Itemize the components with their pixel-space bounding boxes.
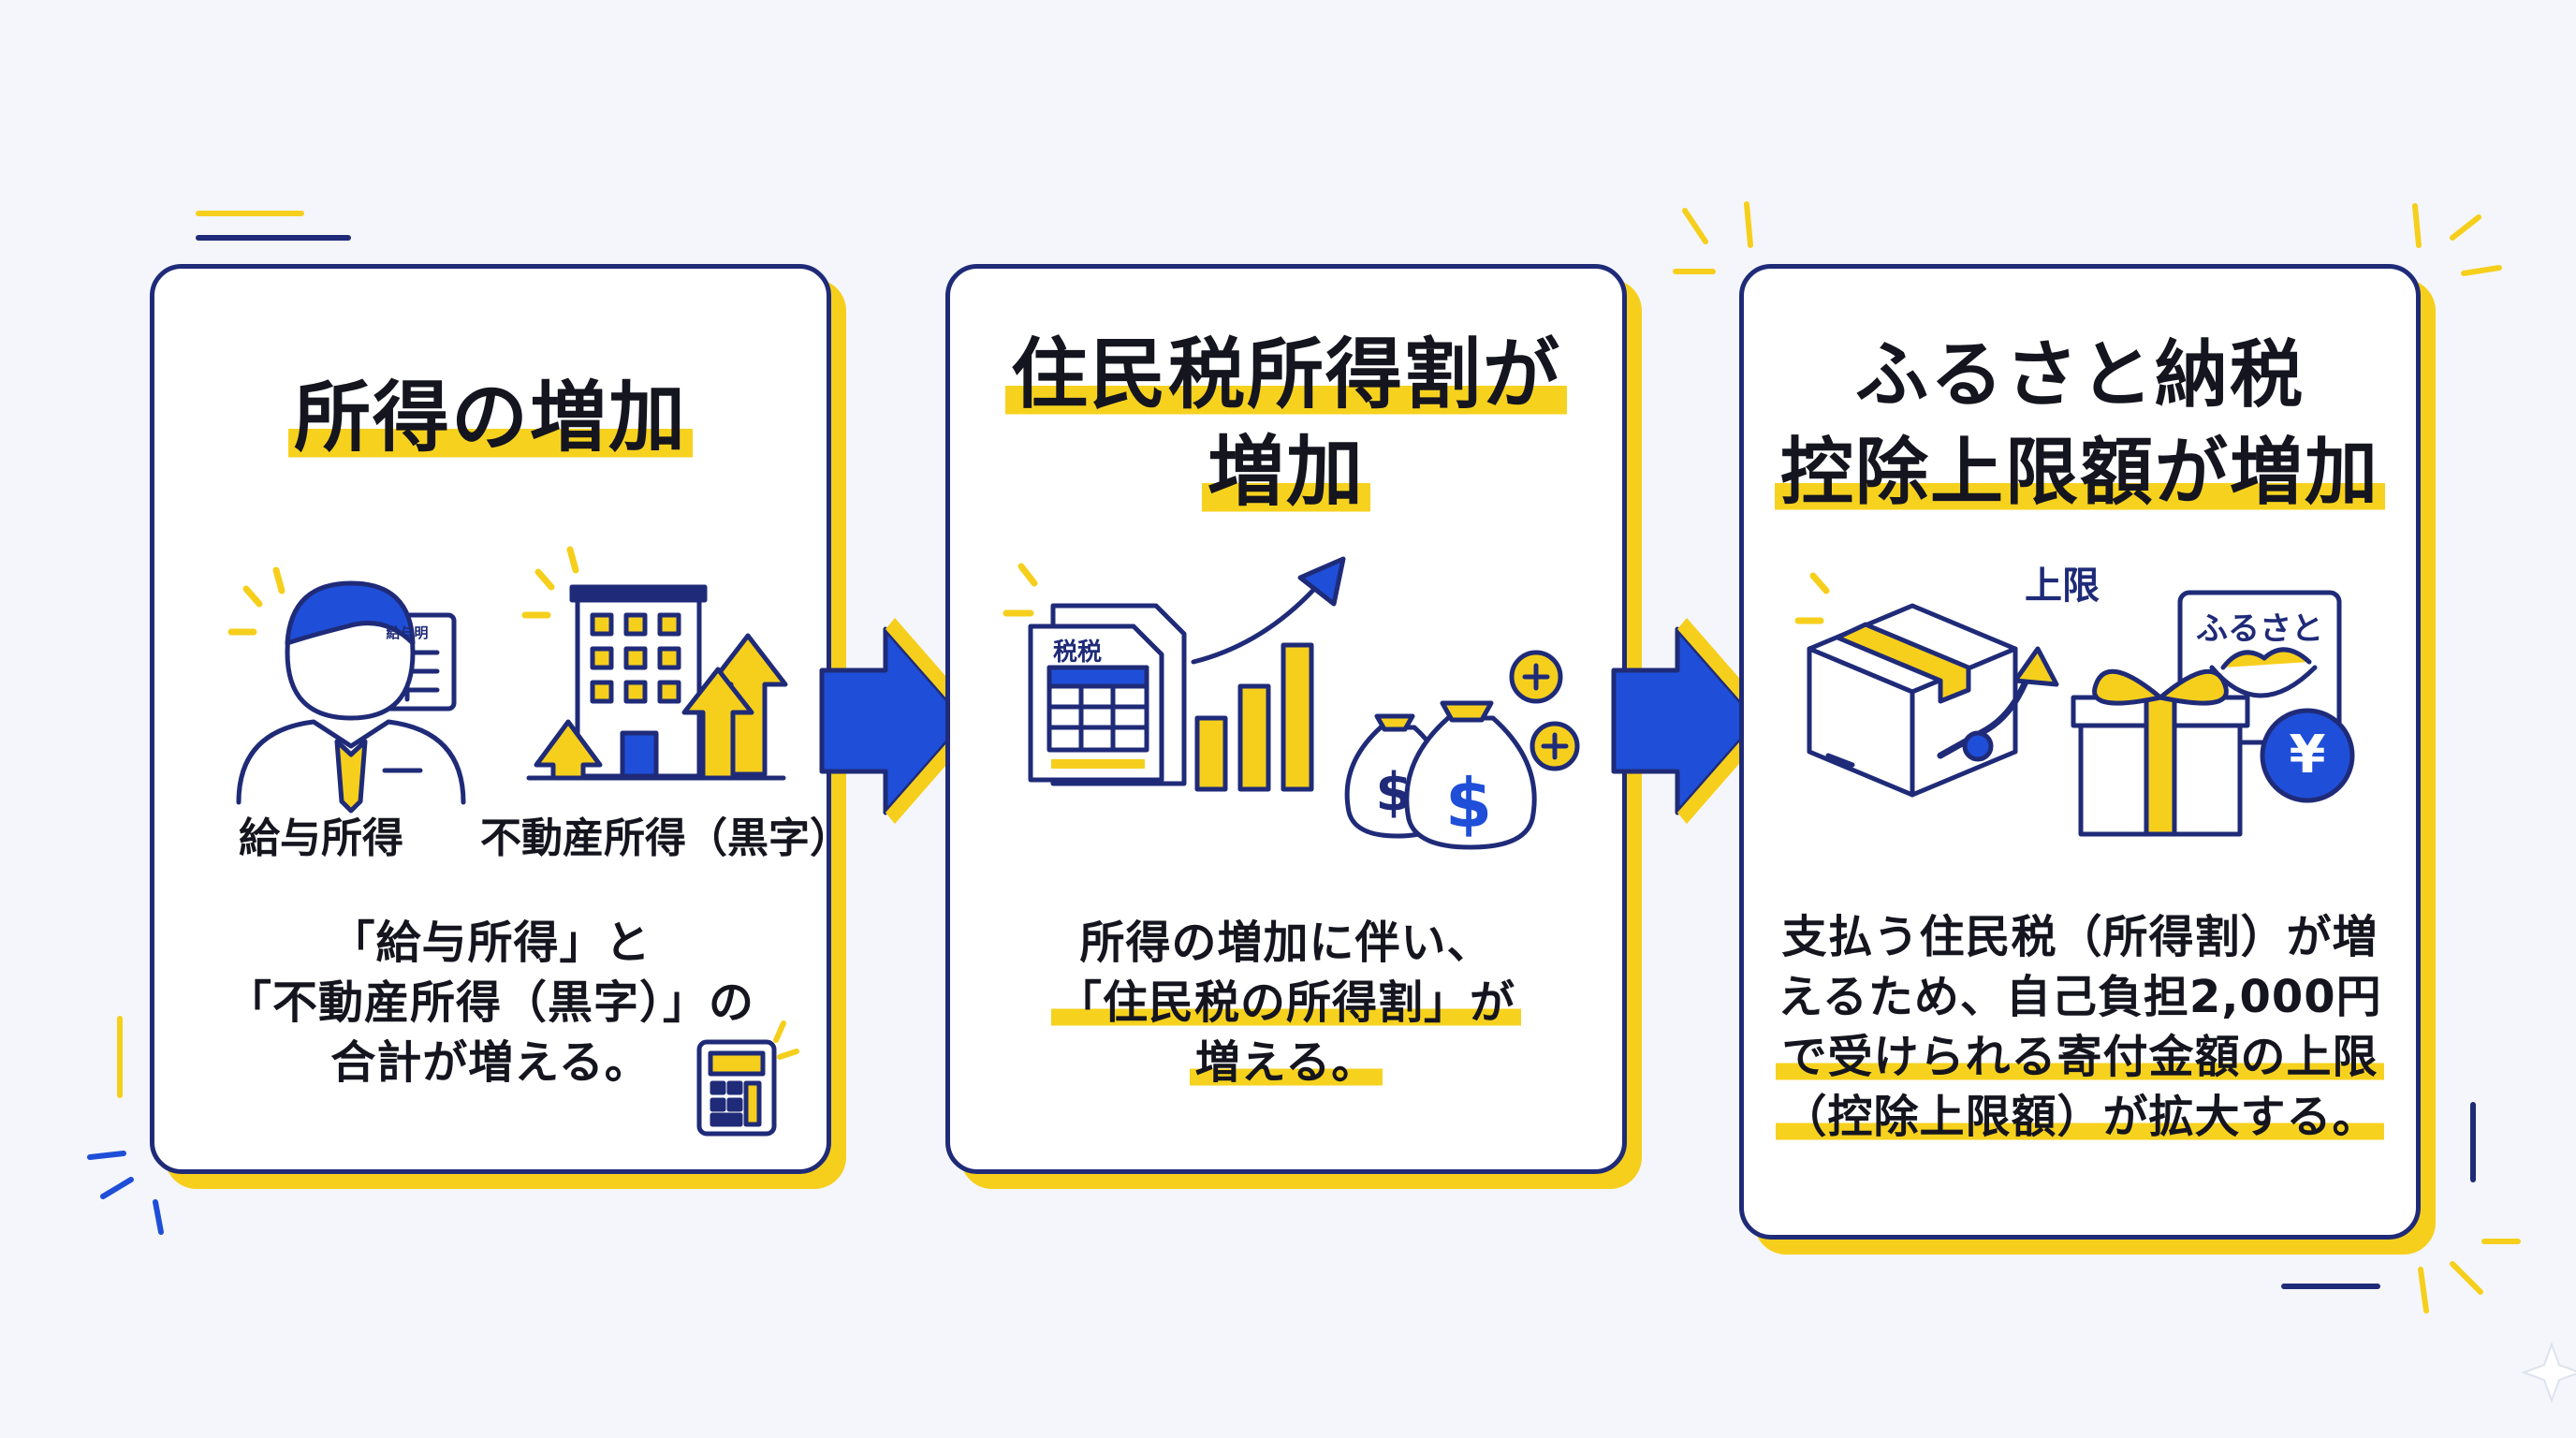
step-description: 支払う住民税（所得割）が増 えるため、自己負担2,000円 で受けられる寄付金額…	[1776, 911, 2384, 1143]
step-card-furusato-limit-increase: ふるさと納税 控除上限額が増加 上限	[1739, 264, 2421, 1240]
money-bag-icon: $ $	[1344, 650, 1580, 850]
furusato-text: ふるさと	[2196, 610, 2323, 648]
yen-coin-icon: ¥	[2290, 725, 2326, 785]
tax-document-icon: 税税	[1003, 563, 1187, 786]
limit-text: 上限	[2025, 565, 2100, 608]
step-title: ふるさと納税 控除上限額が増加	[1744, 327, 2416, 521]
step-card-income-increase: 所得の増加 給与明	[150, 264, 851, 1174]
icon-label-real-estate-income: 不動産所得（黒字）	[480, 814, 851, 862]
step-description: 「給与所得」と 「不動産所得（黒字）」の 合計が増える。	[226, 917, 754, 1089]
step-title: 所得の増加	[154, 370, 827, 467]
step-title: 住民税所得割が 増加	[950, 327, 1622, 521]
growth-chart-icon	[1191, 556, 1346, 792]
person-icon: 給与明	[227, 566, 466, 814]
flow-arrow-2	[1611, 618, 1777, 824]
icon-label-salary-income: 給与所得	[239, 814, 403, 862]
salary-slip-text: 給与明	[386, 624, 428, 641]
flow-arrow-1	[819, 618, 985, 824]
building-icon	[521, 546, 788, 781]
box-icon: 上限	[1794, 565, 2100, 798]
tax-doc-text: 税税	[1053, 638, 1102, 667]
step-card-resident-tax-increase: 住民税所得割が 増加 税税	[945, 264, 1627, 1174]
gift-icon: ふるさと ¥	[2071, 590, 2355, 837]
svg-text:$: $	[1445, 764, 1492, 843]
step-description: 所得の増加に伴い、 「住民税の所得割」が 増える。	[950, 913, 1622, 1093]
calculator-icon	[696, 1020, 799, 1137]
